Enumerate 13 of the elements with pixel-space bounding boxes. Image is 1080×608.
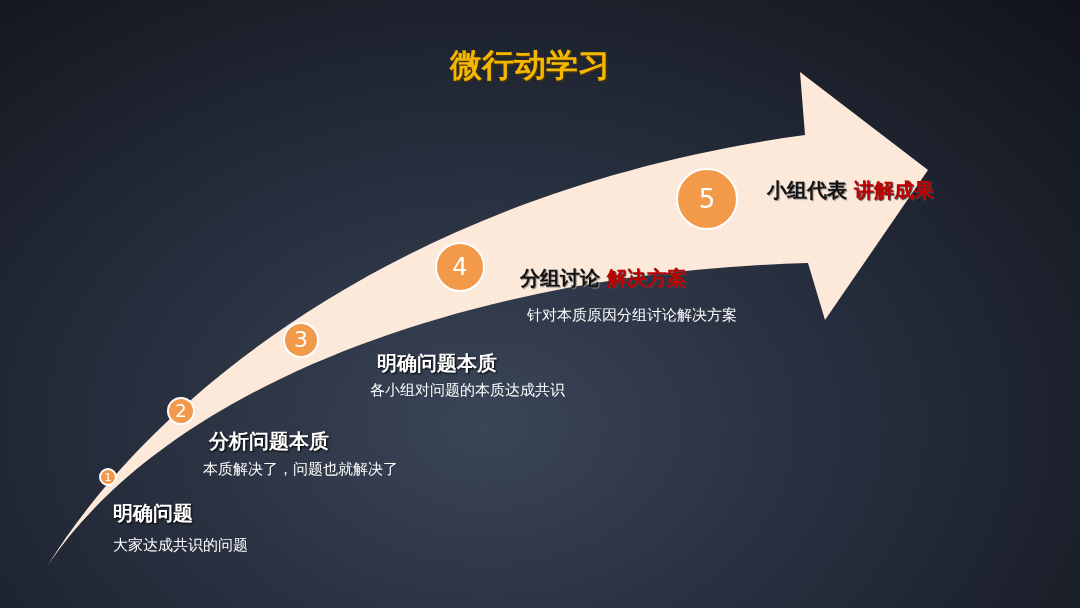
- step-heading: 明确问题本质: [377, 350, 497, 377]
- step-heading: 明确问题: [113, 500, 193, 527]
- step-description: 针对本质原因分组讨论解决方案: [527, 306, 737, 325]
- step-heading: 小组代表: [767, 177, 847, 204]
- step-number-circle: 1: [99, 468, 117, 486]
- step-heading: 分组讨论: [520, 265, 600, 292]
- step-heading: 讲解成果: [853, 177, 934, 204]
- title: 微行动学习: [450, 45, 610, 86]
- step-number-circle: 2: [167, 397, 195, 425]
- step-description: 各小组对问题的本质达成共识: [370, 381, 565, 400]
- step-description: 本质解决了，问题也就解决了: [203, 460, 398, 479]
- step-description: 大家达成共识的问题: [113, 536, 248, 555]
- step-heading: 分析问题本质: [209, 428, 329, 455]
